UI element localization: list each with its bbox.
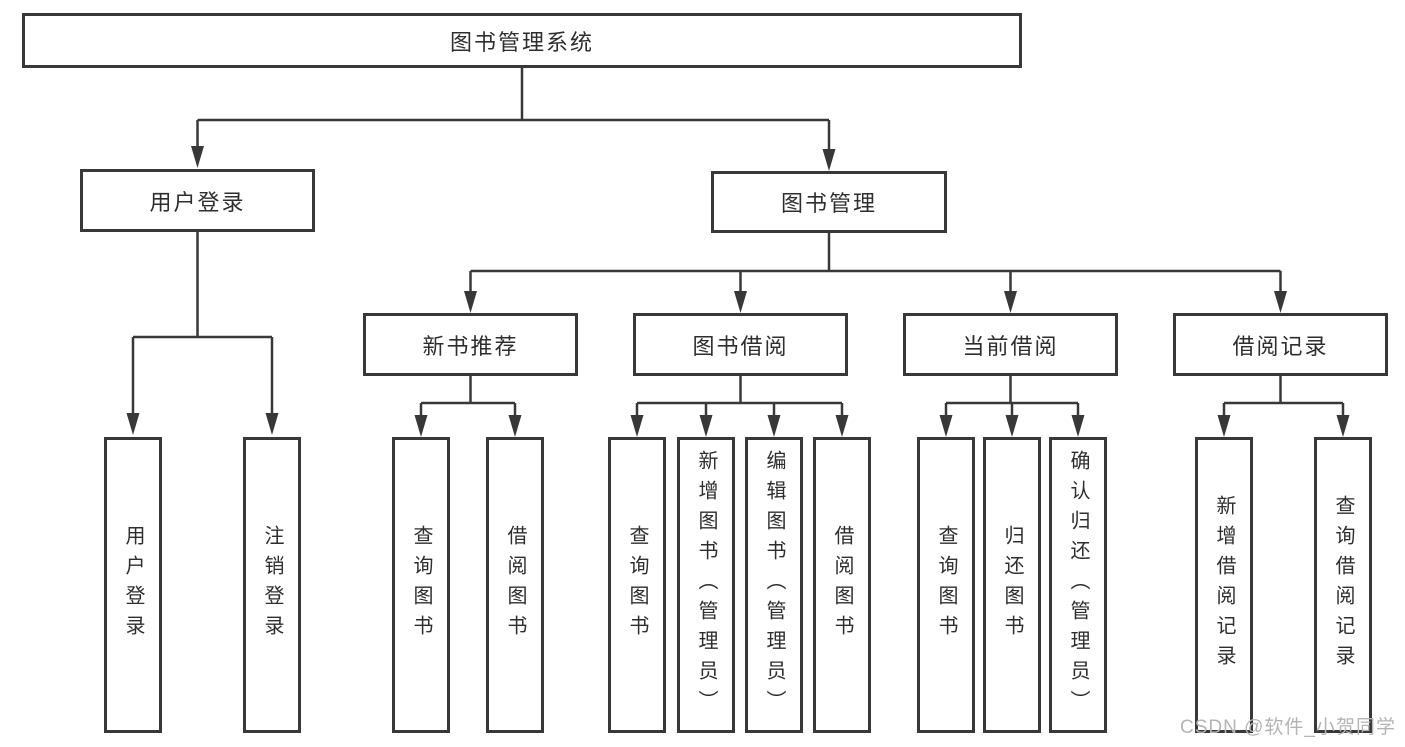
node-return-books: 归还图书 [983, 437, 1041, 733]
node-user-login-leaf: 用户登录 [104, 437, 162, 733]
node-label: 确认归还（管理员） [1067, 450, 1089, 720]
node-library-management-system: 图书管理系统 [22, 13, 1022, 68]
node-label: 图书管理系统 [449, 29, 594, 55]
node-current-borrow: 当前借阅 [903, 313, 1118, 376]
node-add-book-admin: 新增图书（管理员） [677, 437, 735, 733]
connector-newbook-to-leaves [414, 376, 522, 437]
node-label: 查询图书 [626, 525, 648, 645]
node-edit-book-admin: 编辑图书（管理员） [745, 437, 803, 733]
node-label: 借阅记录 [1232, 333, 1329, 359]
node-label: 用户登录 [122, 525, 144, 645]
node-book-management: 图书管理 [711, 171, 947, 233]
node-new-book-recommend: 新书推荐 [363, 313, 578, 376]
node-label: 新书推荐 [422, 333, 519, 359]
node-bookborrow-query-books: 查询图书 [608, 437, 666, 733]
node-label: 图书借阅 [692, 333, 789, 359]
node-book-borrow: 图书借阅 [633, 313, 848, 376]
node-label: 注销登录 [261, 525, 283, 645]
node-label: 借阅图书 [504, 525, 526, 645]
node-label: 图书管理 [780, 191, 877, 216]
node-label: 查询图书 [935, 525, 957, 645]
node-label: 归还图书 [1001, 525, 1023, 645]
node-bookborrow-borrow-books: 借阅图书 [813, 437, 871, 733]
node-confirm-return-admin: 确认归还（管理员） [1049, 437, 1107, 733]
node-currentborrow-query-books: 查询图书 [917, 437, 975, 733]
node-label: 查询借阅记录 [1332, 495, 1354, 675]
node-label: 查询图书 [410, 525, 432, 645]
connector-borrowrecord-to-leaves [1217, 376, 1350, 437]
node-user-login: 用户登录 [80, 169, 315, 232]
node-query-borrow-record: 查询借阅记录 [1314, 437, 1372, 733]
csdn-watermark: CSDN @软件_小贺同学 [1180, 717, 1396, 738]
node-newbook-query-books: 查询图书 [392, 437, 450, 733]
node-label: 用户登录 [149, 189, 246, 215]
node-newbook-borrow-books: 借阅图书 [486, 437, 544, 733]
node-label: 编辑图书（管理员） [763, 450, 785, 720]
connector-root-to-level2 [191, 68, 836, 171]
node-label: 当前借阅 [962, 333, 1059, 359]
connector-user-login-to-leaves [126, 232, 279, 435]
node-borrow-record: 借阅记录 [1173, 313, 1388, 376]
node-label: 新增借阅记录 [1213, 495, 1235, 675]
node-label: 新增图书（管理员） [695, 450, 717, 720]
node-logout: 注销登录 [243, 437, 301, 733]
node-add-borrow-record: 新增借阅记录 [1195, 437, 1253, 733]
connector-bookborrow-to-leaves [630, 376, 849, 437]
node-label: 借阅图书 [831, 525, 853, 645]
connector-book-management-to-level3 [464, 233, 1287, 313]
connector-currentborrow-to-leaves [939, 376, 1085, 437]
